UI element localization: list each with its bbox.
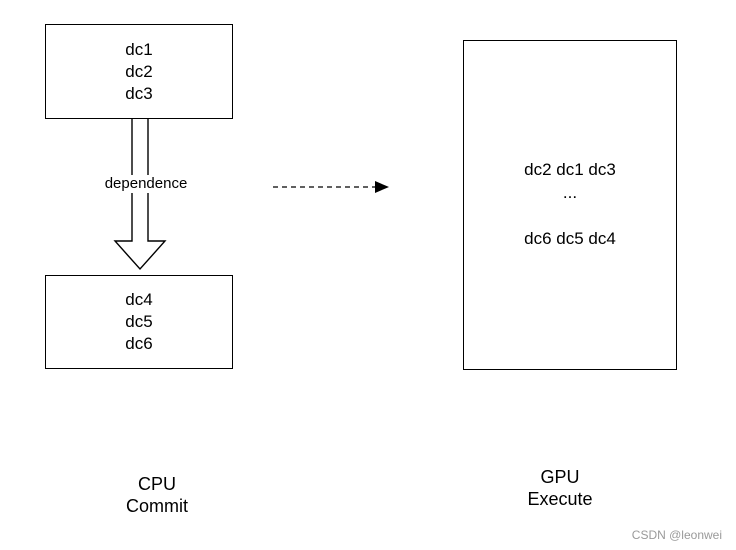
gpu-box: dc2 dc1 dc3 ... dc6 dc5 dc4 [463,40,677,370]
cpu-top-box: dc1 dc2 dc3 [45,24,233,119]
draw-call-label: dc3 [125,84,153,103]
dependence-label: dependence [91,175,201,193]
draw-call-label: dc6 [125,334,153,353]
cpu-caption-title: CPU [137,474,176,494]
watermark: CSDN @leonwei [631,528,722,542]
draw-call-label: dc1 [125,40,153,59]
dashed-arrow-head [375,181,389,193]
cpu-bottom-box: dc4 dc5 dc6 [45,275,233,369]
draw-call-label: dc4 [125,290,153,309]
dependence-arrow [113,119,167,271]
draw-call-label: dc5 [125,312,153,331]
gpu-draw-call-order: dc2 dc1 dc3 [524,160,616,179]
gpu-ellipsis: ... [562,183,578,202]
draw-call-label: dc2 [125,62,153,81]
cpu-caption: CPU Commit [97,473,217,517]
gpu-draw-call-order: dc6 dc5 dc4 [524,229,616,248]
cpu-caption-subtitle: Commit [126,496,188,516]
gpu-caption-subtitle: Execute [527,489,593,509]
gpu-caption: GPU Execute [500,466,620,510]
gpu-caption-title: GPU [540,467,580,487]
